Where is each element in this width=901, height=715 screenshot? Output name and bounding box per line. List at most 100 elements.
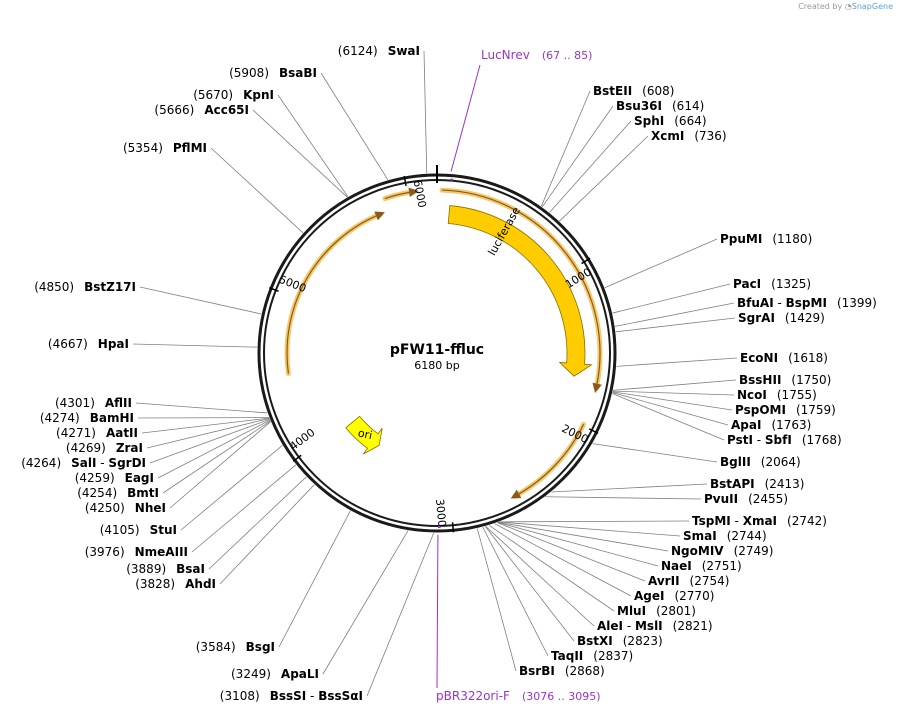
site-leader-line — [219, 484, 315, 585]
site-label: (3108)BssSI - BssSαI — [220, 689, 363, 703]
site-leader-line — [132, 343, 258, 348]
site-label: (6124)SwaI — [338, 44, 420, 58]
site-name: HpaI — [98, 337, 129, 351]
tick-mark — [581, 257, 591, 265]
site-name-2: BspMI — [786, 296, 827, 310]
site-leader-line — [616, 357, 738, 367]
site-name: NheI — [135, 501, 166, 515]
site-leader-line — [476, 528, 517, 672]
site-leader-line — [139, 286, 262, 315]
site-label: PspOMI(1759) — [735, 403, 836, 417]
site-label: (4254)BmtI — [77, 486, 159, 500]
site-apali: (3249)ApaLI — [231, 667, 319, 681]
site-name: Acc65I — [204, 103, 249, 117]
site-name: AatII — [106, 426, 138, 440]
site-label: (5666)Acc65I — [154, 103, 249, 117]
tick-label: 4000 — [287, 426, 317, 453]
site-position: (5670) — [193, 88, 233, 102]
site-separator: - — [306, 689, 318, 703]
site-name: TaqII — [551, 649, 583, 663]
site-position: (2821) — [673, 619, 713, 633]
site-psti: PstI - SbfI(1768) — [727, 433, 842, 447]
site-leader-line — [499, 520, 690, 523]
site-label: (3976) NmeAIII — [85, 545, 188, 559]
site-ncoi: NcoI(1755) — [737, 388, 817, 402]
site-bsu36i: Bsu36I(614) — [616, 99, 704, 113]
site-name: NaeI — [661, 559, 692, 573]
site-bamhi: (4274)BamHI — [40, 411, 134, 425]
plasmid-backbone — [257, 165, 617, 533]
site-leader-line — [541, 105, 614, 208]
site-taqii: TaqII(2837) — [551, 649, 633, 663]
site-name: BglII — [720, 455, 751, 469]
site-name: MluI — [617, 604, 646, 618]
primer-range: (67 .. 85) — [542, 49, 593, 62]
site-label: PpuMI(1180) — [720, 232, 812, 246]
primer-labels: LucNrev(67 .. 85)pBR322ori-F(3076 .. 309… — [436, 48, 601, 703]
site-leader-line — [540, 90, 591, 207]
site-leader-line — [498, 521, 669, 552]
site-name: BsaBI — [279, 66, 317, 80]
site-leader-line — [482, 526, 549, 657]
site-name: NcoI — [737, 388, 767, 402]
site-position: (1429) — [785, 311, 825, 325]
site-leader-line — [180, 445, 283, 531]
site-position: (2751) — [702, 559, 742, 573]
site-position: (6124) — [338, 44, 378, 58]
site-position: (4269) — [66, 441, 106, 455]
site-leader-line — [208, 476, 307, 570]
site-name: ApaI — [731, 418, 761, 432]
site-name: NmeAIII — [135, 545, 188, 559]
site-name: SalI — [71, 456, 96, 470]
tick-label: 5000 — [277, 273, 308, 295]
site-position: (736) — [694, 129, 726, 143]
site-leader-line — [612, 283, 731, 314]
site-bstz17i: (4850)BstZ17I — [34, 280, 136, 294]
site-bmti: (4254)BmtI — [77, 486, 159, 500]
site-label: (4301)AflII — [55, 396, 132, 410]
site-label: BstEII(608) — [593, 84, 674, 98]
site-name-2: BssSαI — [318, 689, 363, 703]
site-name: SmaI — [683, 529, 717, 543]
site-name: AhdI — [185, 577, 216, 591]
site-position: (1750) — [791, 373, 831, 387]
site-sgrai: SgrAI (1429) — [738, 311, 825, 325]
site-label: MluI(2801) — [617, 604, 696, 618]
site-leader-line — [423, 50, 428, 174]
primer-range: (3076 .. 3095) — [522, 690, 601, 703]
site-leader-line — [613, 379, 737, 391]
site-label: BstAPI(2413) — [710, 477, 804, 491]
site-bstxi: BstXI(2823) — [577, 634, 663, 648]
primer-label: LucNrev(67 .. 85) — [481, 48, 592, 62]
site-ahdi: (3828)AhdI — [135, 577, 216, 591]
site-label: BsrBI(2868) — [519, 664, 605, 678]
site-label: (4274)BamHI — [40, 411, 134, 425]
tick-mark — [403, 175, 407, 186]
site-bfuai: BfuAI - BspMI(1399) — [737, 296, 877, 310]
site-label: EcoNI(1618) — [740, 351, 828, 365]
site-bsshii: BssHII(1750) — [739, 373, 831, 387]
primer-leader-line — [436, 534, 439, 689]
site-leader-line — [612, 391, 733, 411]
site-position: (1763) — [771, 418, 811, 432]
orf-arrow — [286, 211, 385, 374]
tick-mark — [268, 287, 279, 293]
orf-arrow — [510, 423, 585, 499]
site-position: (5908) — [229, 66, 269, 80]
site-leader-line — [497, 522, 659, 567]
tick-label: 3000 — [433, 498, 449, 527]
site-name: SgrAI — [738, 311, 775, 325]
site-leader-line — [485, 526, 595, 627]
orf-arrow — [384, 187, 419, 200]
site-position: (3976) — [85, 545, 125, 559]
site-name-2: XmaI — [743, 514, 777, 528]
site-name: Bsu36I — [616, 99, 662, 113]
site-label: SgrAI (1429) — [738, 311, 825, 325]
site-eagi: (4259)EagI — [75, 471, 154, 485]
site-label: Bsu36I(614) — [616, 99, 704, 113]
site-acc65i: (5666)Acc65I — [154, 103, 249, 117]
site-name: BstXI — [577, 634, 613, 648]
site-leader-line — [169, 421, 271, 509]
site-leader-line — [551, 483, 708, 493]
